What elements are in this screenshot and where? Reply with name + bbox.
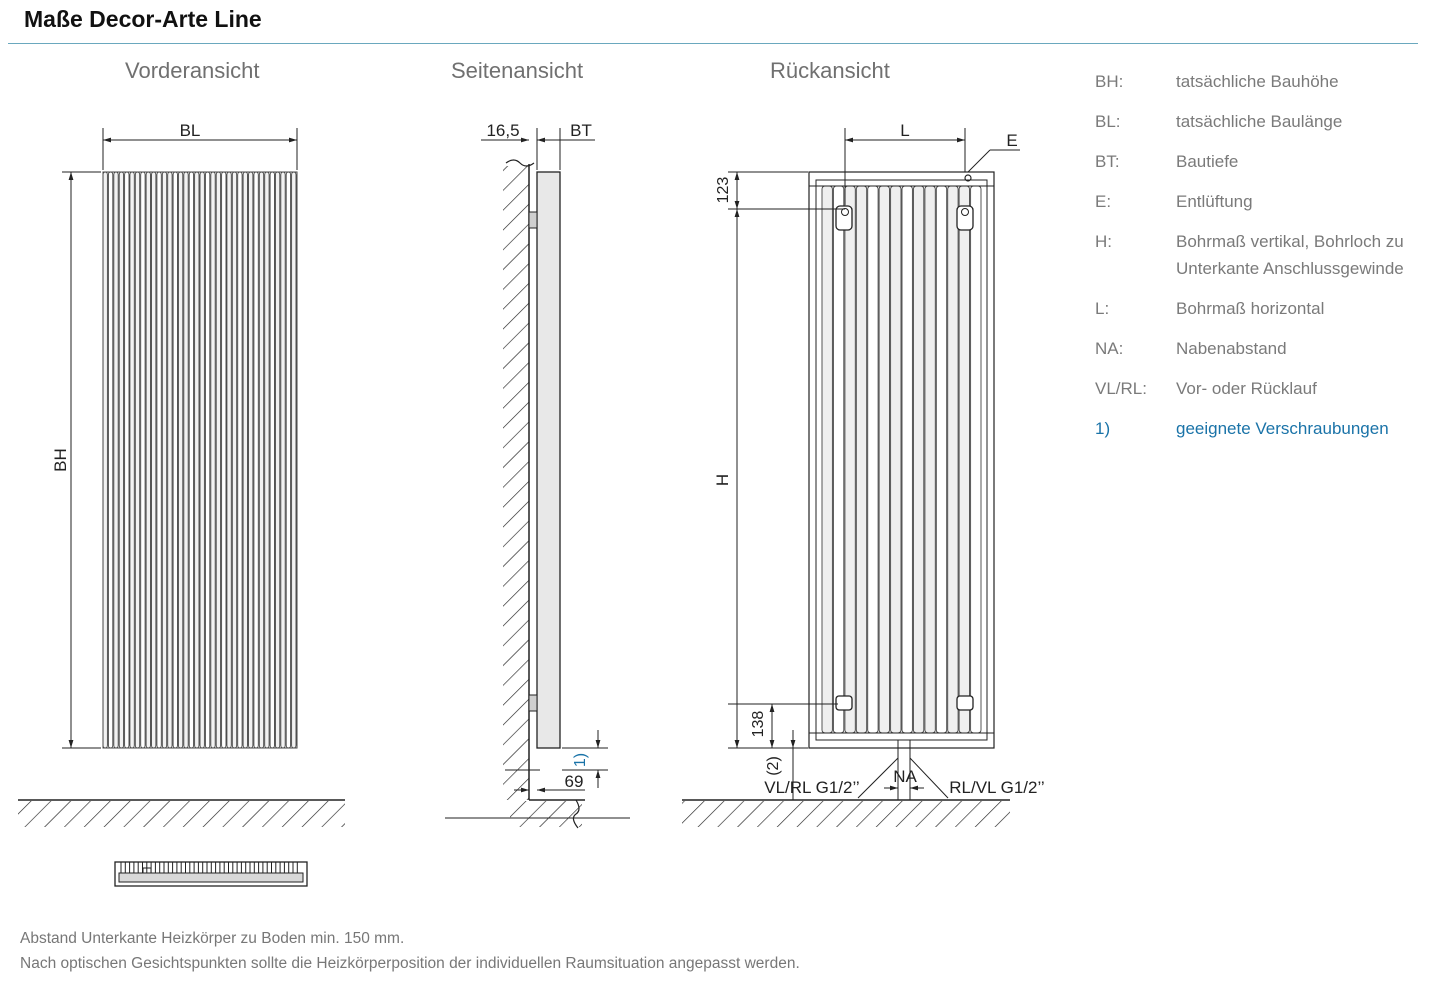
- legend: BH: tatsächliche Bauhöhe BL: tatsächliche …: [1095, 68, 1425, 455]
- legend-value: tatsächliche Baulänge: [1176, 112, 1343, 131]
- top-view-section: [114, 861, 308, 887]
- legend-key: VL/RL:: [1095, 379, 1147, 398]
- dim-bh: BH: [51, 448, 70, 472]
- dim-na: NA: [893, 767, 917, 786]
- back-view-label: Rückansicht: [770, 58, 890, 83]
- side-view: [445, 128, 630, 829]
- front-view: [18, 128, 345, 887]
- legend-row: BH: tatsächliche Bauhöhe: [1095, 68, 1425, 95]
- legend-key: E:: [1095, 192, 1112, 211]
- legend-row: NA: Nabenabstand: [1095, 335, 1425, 362]
- legend-key: BH:: [1095, 72, 1124, 91]
- legend-key: 1): [1095, 419, 1111, 438]
- legend-key: BL:: [1095, 112, 1121, 131]
- dim-rl-vl: RL/VL G1/2’’: [949, 778, 1044, 797]
- dim-h: H: [713, 474, 732, 486]
- side-view-label: Seitenansicht: [451, 58, 584, 83]
- page-title: Maße Decor-Arte Line: [24, 6, 262, 32]
- legend-key: H:: [1095, 232, 1112, 251]
- legend-value: Bautiefe: [1176, 152, 1239, 171]
- back-view: [682, 128, 1020, 827]
- legend-value: Entlüftung: [1176, 192, 1253, 211]
- legend-row-footnote: 1) geeignete Verschraubungen: [1095, 415, 1425, 442]
- front-panel-tubes: [102, 171, 297, 749]
- legend-key: L:: [1095, 299, 1110, 318]
- legend-row: H: Bohrmaß vertikal, Bohrloch zu Unterkan…: [1095, 228, 1425, 282]
- legend-value: Bohrmaß vertikal, Bohrloch zu Unterkante…: [1176, 232, 1404, 278]
- dim-top-offset: 123: [715, 177, 732, 204]
- legend-row: E: Entlüftung: [1095, 188, 1425, 215]
- dim-bl: BL: [180, 121, 201, 140]
- legend-row: BL: tatsächliche Baulänge: [1095, 108, 1425, 135]
- dim-l: L: [900, 121, 909, 140]
- upper-brackets: [835, 205, 974, 231]
- dim-footnote-mark: 1): [572, 753, 589, 767]
- vent-icon: [964, 174, 972, 182]
- dim-vl-rl: VL/RL G1/2’’: [764, 778, 859, 797]
- dim-side-offset: 16,5: [486, 121, 519, 140]
- legend-row: L: Bohrmaß horizontal: [1095, 295, 1425, 322]
- legend-value: Bohrmaß horizontal: [1176, 299, 1325, 318]
- legend-value: Nabenabstand: [1176, 339, 1287, 358]
- legend-row: VL/RL: Vor- oder Rücklauf: [1095, 375, 1425, 402]
- lower-brackets: [835, 695, 974, 711]
- legend-row: BT: Bautiefe: [1095, 148, 1425, 175]
- dim-bottom-offset: 138: [750, 711, 767, 738]
- legend-value: geeignete Verschraubungen: [1176, 419, 1389, 438]
- dim-two: (2): [765, 756, 782, 776]
- dim-bt: BT: [570, 121, 592, 140]
- front-view-label: Vorderansicht: [125, 58, 260, 83]
- note-positioning: Nach optischen Gesichtspunkten sollte di…: [20, 955, 800, 972]
- note-floor-distance: Abstand Unterkante Heizkörper zu Boden m…: [20, 930, 405, 947]
- dim-side-bottom: 69: [565, 772, 584, 791]
- title-divider: [8, 43, 1418, 44]
- legend-value: Vor- oder Rücklauf: [1176, 379, 1317, 398]
- back-panel-tubes: [821, 185, 982, 734]
- dim-e: E: [1006, 131, 1017, 150]
- legend-key: NA:: [1095, 339, 1124, 358]
- legend-value: tatsächliche Bauhöhe: [1176, 72, 1339, 91]
- legend-key: BT:: [1095, 152, 1120, 171]
